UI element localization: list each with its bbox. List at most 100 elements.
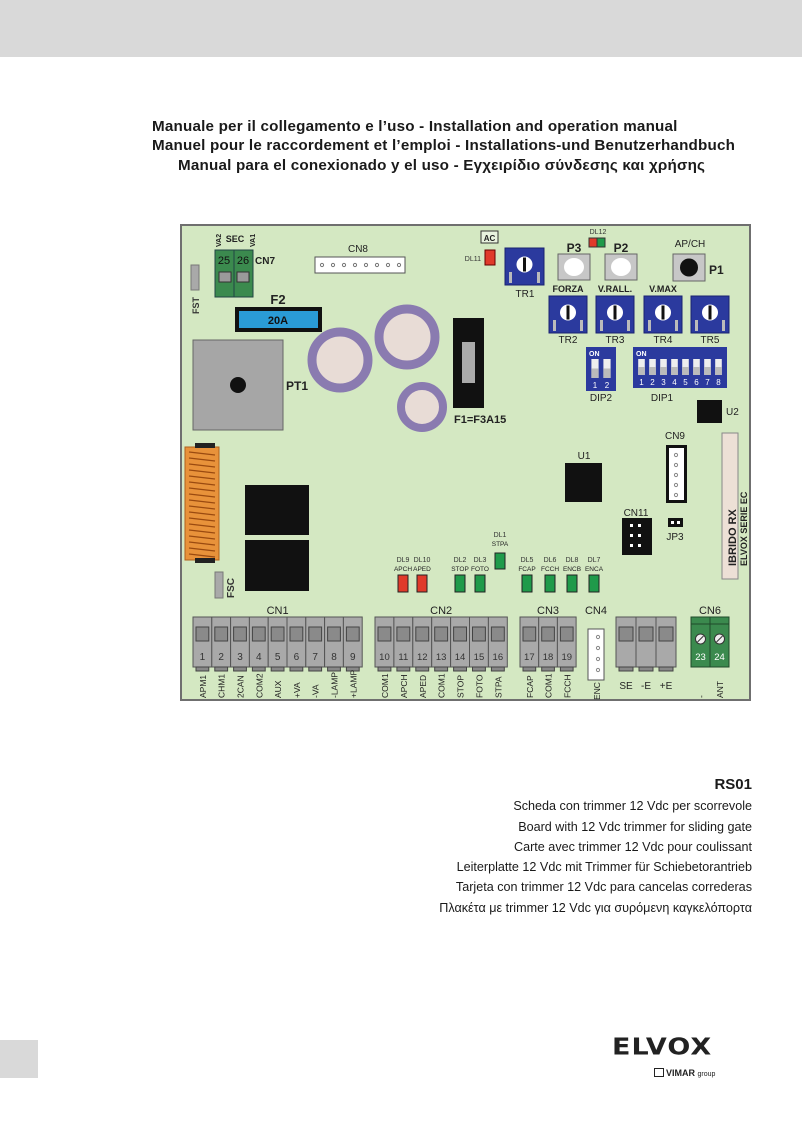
ac-box	[480, 230, 499, 244]
trimmer-function: V.MAX	[649, 284, 677, 294]
trimmer-slot	[613, 305, 617, 320]
terminal-name: +E	[660, 681, 673, 692]
p1-label: P1	[709, 263, 724, 277]
terminal-9[interactable]: 9+LAMP	[342, 616, 363, 698]
dip-number: 1	[593, 381, 598, 390]
ribbon-wire	[188, 535, 216, 540]
terminal-clamp	[490, 626, 505, 642]
terminal-7[interactable]: 7-VA	[305, 616, 326, 698]
cn9-pin	[673, 472, 679, 478]
p2-button[interactable]	[604, 253, 638, 281]
p2-label: P2	[614, 241, 629, 255]
terminal-8[interactable]: 8-LAMP	[324, 616, 344, 698]
terminal-23[interactable]: 23-	[690, 616, 711, 698]
terminal-number: 1	[200, 652, 206, 663]
trimmer-slot	[708, 305, 712, 320]
terminal-number: 14	[455, 652, 466, 663]
terminal-number: 19	[561, 652, 572, 663]
terminal-SE[interactable]: SE	[615, 616, 637, 692]
led-indicator	[416, 574, 428, 593]
description-gr: Πλακέτα με trimmer 12 Vdc για συρόμενη κ…	[439, 901, 752, 915]
trimmer-tr5[interactable]	[690, 295, 730, 334]
p1-button[interactable]	[672, 253, 706, 282]
connector-label: CN3	[537, 605, 559, 617]
product-code: RS01	[714, 776, 752, 793]
terminal-name: APM1	[198, 675, 208, 698]
trimmer-label: TR4	[654, 335, 673, 346]
terminal-name: COM2	[254, 673, 264, 698]
terminal-+E[interactable]: +E	[655, 616, 677, 692]
dip-number: 6	[694, 378, 699, 387]
led-indicator	[521, 574, 533, 593]
trimmer-label: TR5	[701, 335, 720, 346]
cn11-pin	[630, 524, 633, 527]
connector-label: CN4	[585, 605, 607, 617]
terminal-number: 6	[294, 652, 300, 663]
cn11-pin	[638, 534, 641, 537]
ac-label: AC	[484, 234, 496, 243]
terminal-number: 5	[275, 652, 281, 663]
terminal-name: COM1	[437, 673, 447, 698]
ribbon-wire	[188, 517, 216, 522]
connector-label: CN2	[430, 605, 452, 617]
dl1-id: DL1	[494, 532, 507, 539]
terminal-ENC[interactable]: ENC	[587, 628, 605, 700]
led-indicator	[544, 574, 556, 593]
cn7-va2-label: VA2	[216, 234, 223, 247]
terminal-number: 16	[493, 652, 504, 663]
dip-number: 5	[683, 378, 688, 387]
led-indicator	[588, 574, 600, 593]
elvox-wordmark: ELVOX	[612, 1034, 713, 1061]
led-function: FCAP	[518, 566, 535, 573]
trimmer-tr3[interactable]	[595, 295, 635, 334]
ribbon-wire	[188, 553, 216, 558]
trimmer-tr2[interactable]	[548, 295, 588, 334]
cn11-pin	[630, 544, 633, 547]
p3-label: P3	[567, 241, 582, 255]
terminal--E[interactable]: -E	[635, 616, 657, 692]
terminal-name: +VA	[292, 682, 302, 698]
cn9-label: CN9	[665, 431, 685, 442]
u2-chip	[697, 400, 722, 423]
description-es: Tarjeta con trimmer 12 Vdc para cancelas…	[455, 880, 752, 894]
p3-button[interactable]	[557, 253, 591, 281]
terminal-clamp	[195, 626, 210, 642]
trimmer-tr4[interactable]	[643, 295, 683, 334]
radio-module-slot	[721, 432, 739, 580]
terminal-clamp	[638, 626, 654, 642]
led-id: DL2	[454, 557, 467, 564]
ribbon-wire	[188, 463, 216, 468]
cn7-connector: 25 26	[214, 249, 254, 298]
dl12-led-green	[596, 237, 606, 248]
cn7-va1-label: VA1	[250, 234, 257, 247]
jp3-label: JP3	[666, 532, 684, 543]
tr1-trimmer[interactable]	[504, 247, 545, 286]
terminal-number: 8	[331, 652, 337, 663]
terminal-clamp	[396, 626, 411, 642]
jp3-jumper[interactable]	[668, 518, 683, 527]
cn11-pin	[630, 534, 633, 537]
terminal-clamp	[522, 626, 537, 642]
terminal-body	[615, 616, 637, 668]
terminal-clamp	[658, 626, 674, 642]
terminal-number: 4	[256, 652, 262, 663]
